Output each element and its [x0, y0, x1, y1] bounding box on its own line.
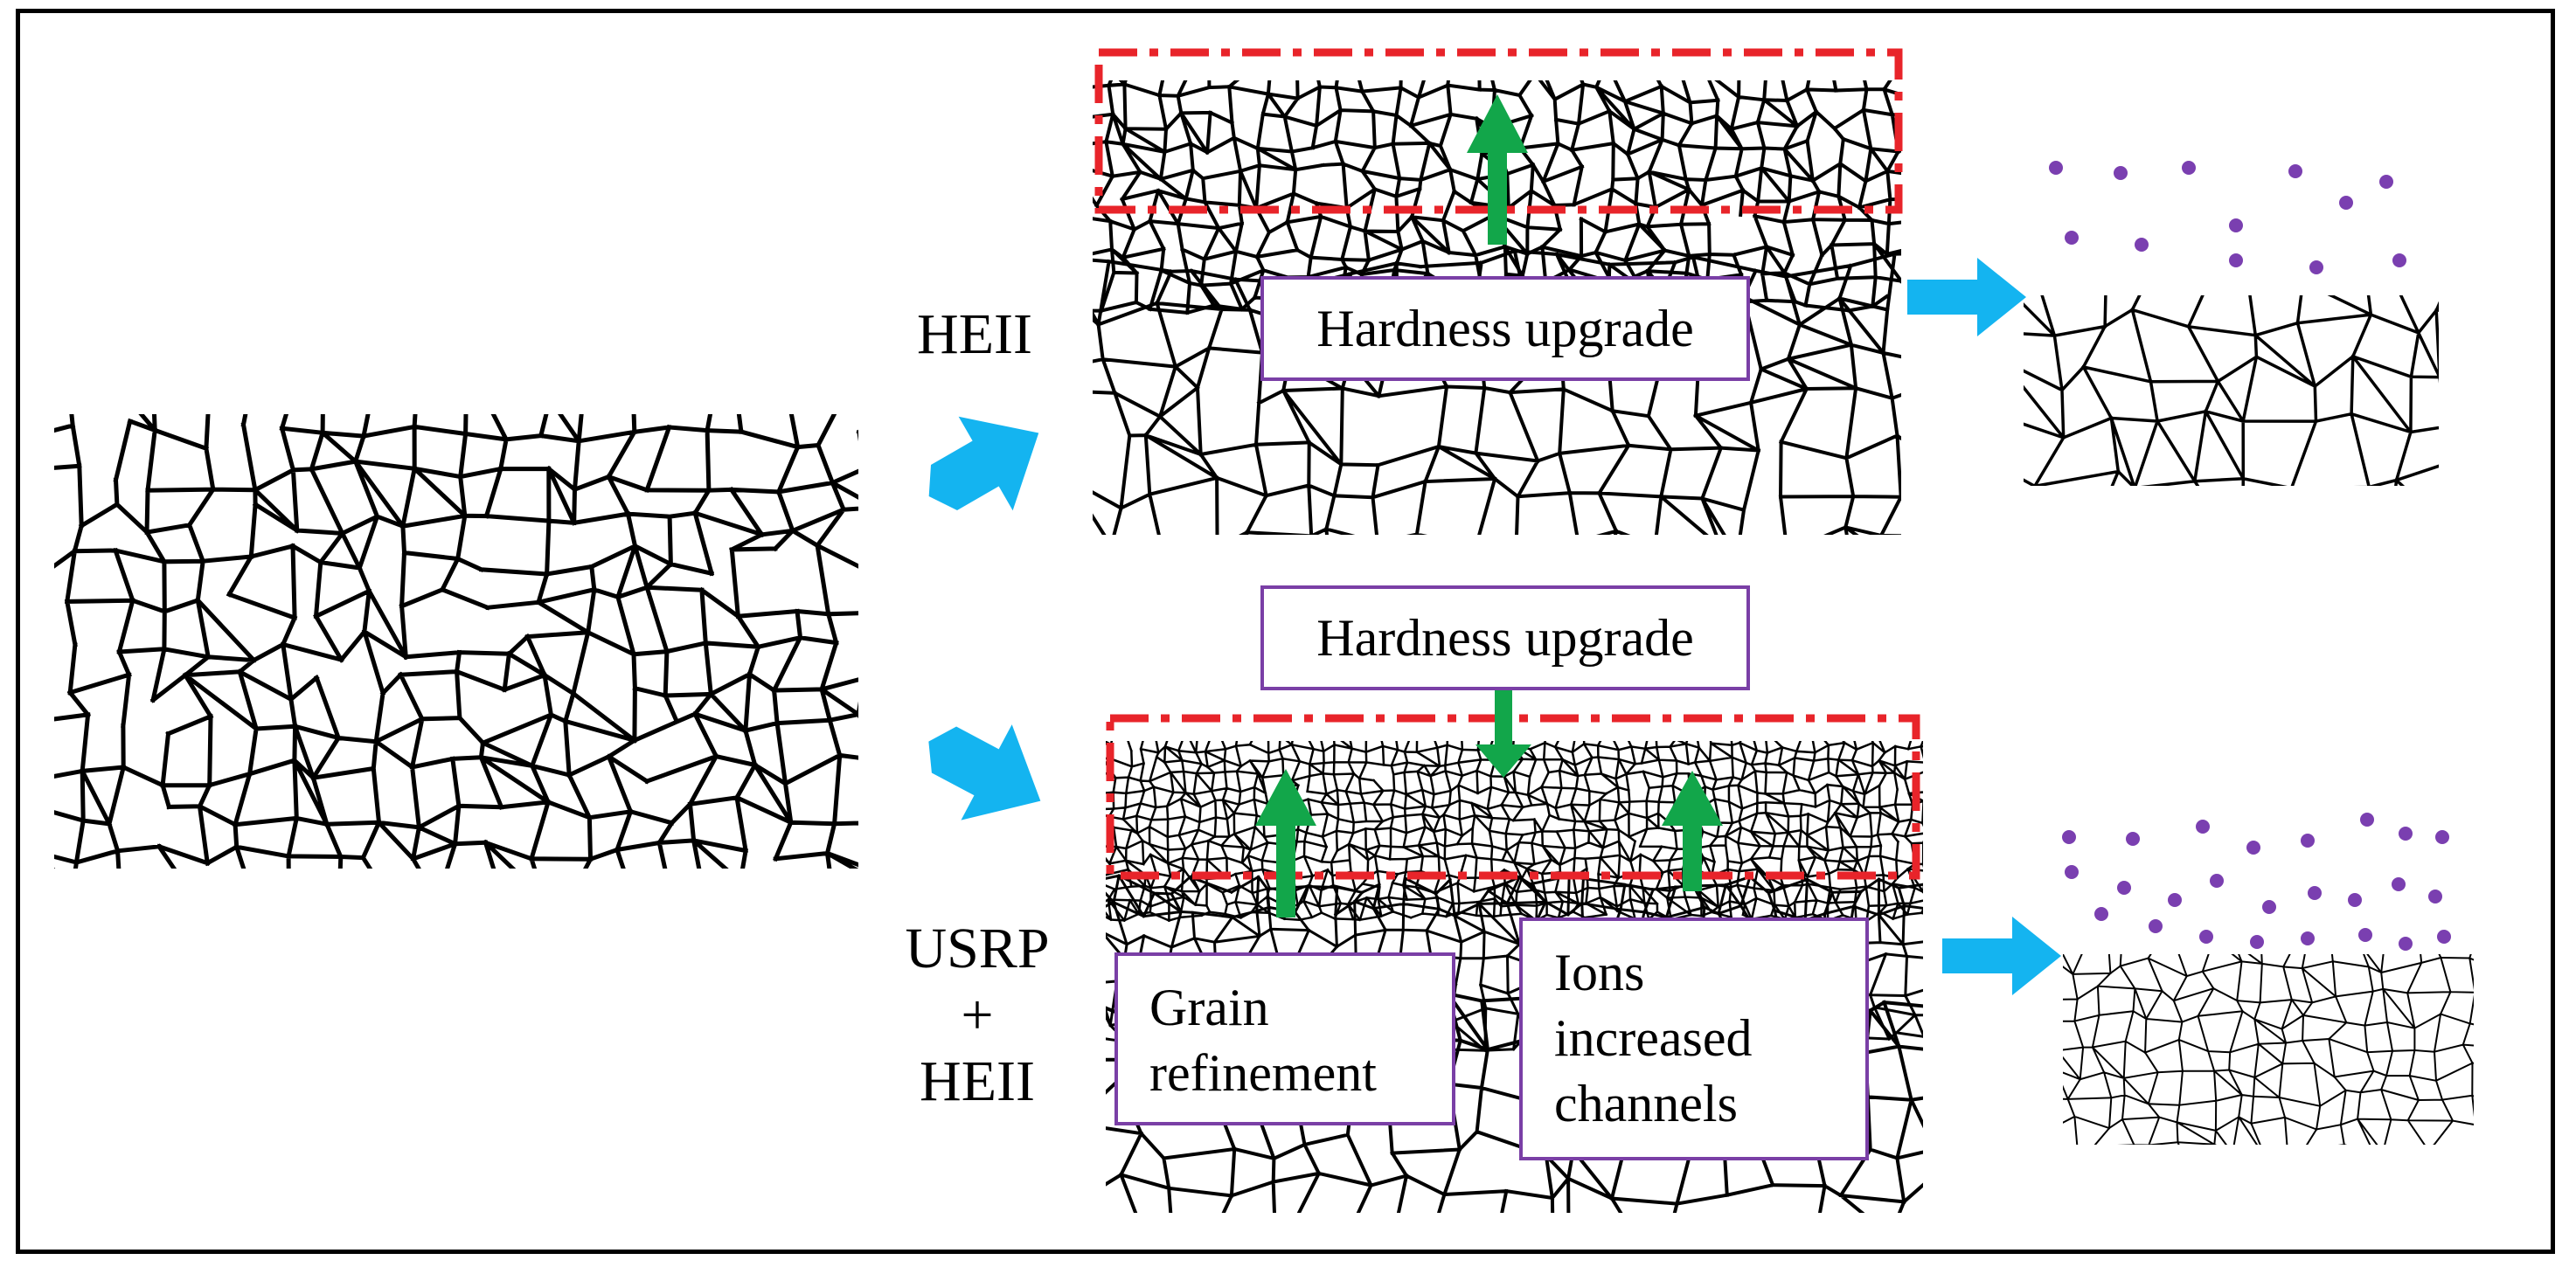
grain-refinement-arrow — [1255, 769, 1316, 917]
ion-dot — [2288, 164, 2302, 178]
middle-hardness-upgrade-box: Hardness upgrade — [1260, 585, 1750, 690]
grain-line: Grain — [1149, 979, 1269, 1036]
heii-label-line: HEII — [920, 1049, 1035, 1113]
ion-dot — [2182, 161, 2196, 175]
ion-dot — [2149, 919, 2163, 933]
heii-process-arrow — [928, 416, 1039, 511]
usrp-heii-surface-grain-schematic — [2063, 954, 2474, 1145]
usrp-heii-ion-dots — [2062, 813, 2451, 951]
usrp-heii-process-label: USRP + HEII — [890, 916, 1065, 1115]
ion-dot — [2435, 830, 2449, 844]
usrp-label-line: USRP — [905, 917, 1050, 980]
ion-dot — [2348, 893, 2362, 907]
ion-dot — [2168, 893, 2182, 907]
ion-dot — [2360, 813, 2374, 827]
ion-dot — [2437, 930, 2451, 944]
bottom-hardened-layer-outline — [1106, 714, 1920, 880]
heii-ion-dots — [2049, 161, 2406, 274]
channels-line: channels — [1554, 1075, 1738, 1132]
heii-surface-grain-schematic — [2024, 295, 2439, 486]
initial-grain-micrograph — [54, 414, 858, 869]
ions-channels-arrow — [1662, 771, 1723, 891]
grain-boundaries — [2063, 954, 2474, 1145]
ion-dot — [2117, 881, 2131, 895]
grain-boundaries — [2024, 295, 2439, 486]
ion-dot — [2114, 166, 2128, 180]
top-hardness-upgrade-box: Hardness upgrade — [1260, 276, 1750, 381]
ion-dot — [2094, 907, 2108, 921]
ion-dot — [2135, 238, 2149, 252]
down-hardness-arrow — [1475, 683, 1531, 778]
ion-dot — [2301, 931, 2315, 945]
ion-dot — [2229, 253, 2243, 267]
ion-dot — [2262, 900, 2276, 914]
ion-dot — [2196, 820, 2210, 834]
ion-dot — [2308, 886, 2322, 900]
ion-dot — [2358, 928, 2372, 942]
top-hardness-arrow — [1467, 94, 1528, 245]
grain-boundaries — [54, 414, 858, 869]
ion-dot — [2399, 827, 2413, 841]
ion-dot — [2126, 832, 2140, 846]
heii-to-schematic-arrow — [1907, 258, 2026, 336]
ion-dot — [2065, 865, 2079, 879]
ion-dot — [2049, 161, 2063, 175]
ion-dot — [2199, 930, 2213, 944]
ion-dot — [2062, 830, 2076, 844]
increased-line: increased — [1554, 1009, 1753, 1067]
ion-dot — [2392, 877, 2406, 891]
ion-dot — [2339, 196, 2353, 210]
ion-dot — [2392, 253, 2406, 267]
ion-dot — [2379, 175, 2393, 189]
ion-dot — [2428, 890, 2442, 904]
ion-dot — [2399, 937, 2413, 951]
ions-line: Ions — [1554, 944, 1645, 1001]
usrp-heii-to-schematic-arrow — [1942, 917, 2061, 995]
plus-label-line: + — [961, 982, 994, 1047]
usrp-heii-process-arrow — [928, 724, 1041, 820]
ion-dot — [2250, 935, 2264, 949]
ions-increased-channels-box: Ions increased channels — [1519, 917, 1869, 1160]
grain-refinement-box: Grain refinement — [1114, 952, 1455, 1125]
ion-dot — [2229, 218, 2243, 232]
top-hardened-layer-outline — [1094, 48, 1903, 214]
ion-dot — [2301, 834, 2315, 848]
ion-dot — [2309, 260, 2323, 274]
ion-dot — [2246, 841, 2260, 855]
figure-frame — [16, 9, 2555, 1254]
refinement-line: refinement — [1149, 1044, 1377, 1102]
ion-dot — [2210, 874, 2224, 888]
ion-dot — [2065, 231, 2079, 245]
heii-process-label: HEII — [917, 302, 1032, 366]
